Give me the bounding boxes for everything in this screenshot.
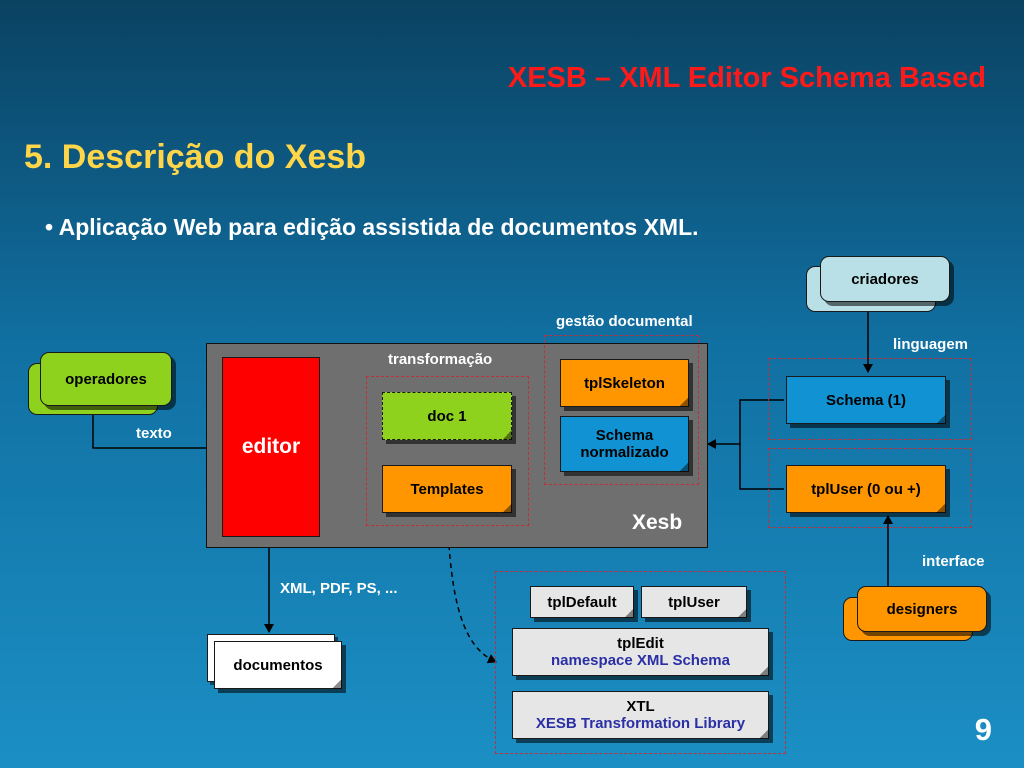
designers-box: designers <box>857 586 987 632</box>
line-templates-library <box>447 526 497 664</box>
xtl-line1: XTL <box>626 698 655 715</box>
tpluser-multi-box: tplUser (0 ou +) <box>786 465 946 513</box>
doc1-box: doc 1 <box>382 392 512 440</box>
xesb-label: Xesb <box>632 511 683 534</box>
tpledit-line2: namespace XML Schema <box>551 652 730 669</box>
schema-normalizado-line1: Schema <box>595 427 654 444</box>
criadores-label: criadores <box>851 270 919 288</box>
linguagem-label: linguagem <box>893 336 969 353</box>
tpluser-box: tplUser <box>641 586 747 618</box>
schema-group <box>768 358 972 440</box>
editor-label: editor <box>241 435 301 458</box>
line-operadores-editor <box>92 410 221 453</box>
tpldefault-box: tplDefault <box>530 586 634 618</box>
output-formats-label: XML, PDF, PS, ... <box>280 580 398 597</box>
page-number: 9 <box>974 712 992 747</box>
tpluser-group <box>768 448 972 528</box>
section-title: 5. Descrição do Xesb <box>24 138 367 176</box>
tplskeleton-box: tplSkeleton <box>560 359 689 407</box>
transformacao-label: transformação <box>388 351 493 368</box>
documentos-label: documentos <box>233 656 323 674</box>
library-group <box>495 571 786 754</box>
schema1-label: Schema (1) <box>825 391 907 409</box>
slide-header-title: XESB – XML Editor Schema Based <box>507 62 986 94</box>
xtl-line2: XESB Transformation Library <box>535 715 746 732</box>
texto-label: texto <box>136 425 172 442</box>
editor-box: editor <box>222 357 320 537</box>
xtl-box: XTL XESB Transformation Library <box>512 691 769 739</box>
tpledit-line1: tplEdit <box>617 635 664 652</box>
designers-label: designers <box>886 600 958 618</box>
criadores-box: criadores <box>820 256 950 302</box>
gestao-documental-label: gestão documental <box>556 313 693 330</box>
schema-normalizado-line2: normalizado <box>580 444 669 461</box>
schema-normalizado-box: Schema normalizado <box>560 416 689 472</box>
documentos-box: documentos <box>214 641 342 689</box>
doc1-label: doc 1 <box>427 407 467 425</box>
tpluser-multi-label: tplUser (0 ou +) <box>811 480 921 498</box>
operadores-label: operadores <box>65 370 147 388</box>
templates-box: Templates <box>382 465 512 513</box>
tpledit-box: tplEdit namespace XML Schema <box>512 628 769 676</box>
gestao-documental-group <box>544 335 699 485</box>
tpldefault-label: tplDefault <box>547 593 617 611</box>
operadores-box: operadores <box>40 352 172 406</box>
schema1-box: Schema (1) <box>786 376 946 424</box>
interface-label: interface <box>922 553 985 570</box>
bullet-text: • Aplicação Web para edição assistida de… <box>45 214 699 240</box>
templates-label: Templates <box>410 480 484 498</box>
tplskeleton-label: tplSkeleton <box>584 374 665 392</box>
transformacao-group <box>366 376 529 526</box>
tpluser-label: tplUser <box>668 593 720 611</box>
